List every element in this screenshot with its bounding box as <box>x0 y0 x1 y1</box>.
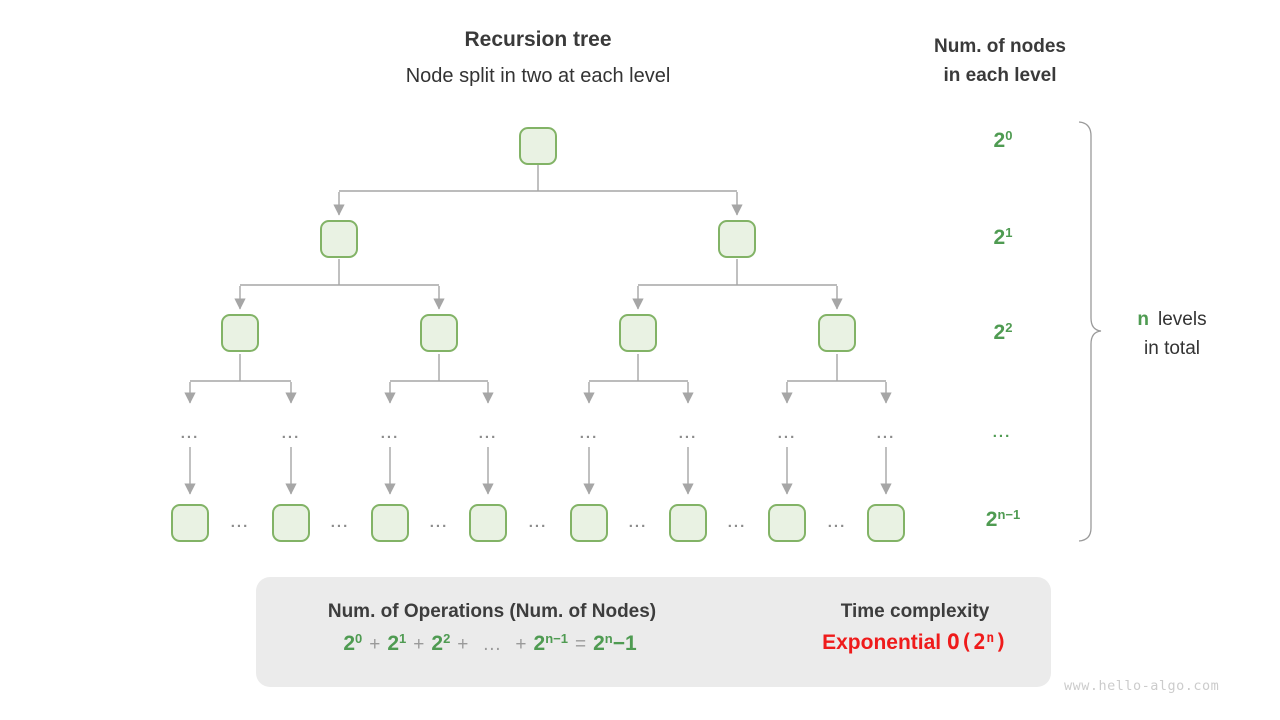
tree-ellipsis: ... <box>727 514 747 531</box>
tree-node-root <box>519 127 557 165</box>
tree-ellipsis: ... <box>876 425 896 442</box>
diagram-subtitle: Node split in two at each level <box>405 65 671 87</box>
summary-box: Num. of Operations (Num. of Nodes) 20+21… <box>256 577 1051 687</box>
tree-node <box>718 220 756 258</box>
curly-brace <box>1078 121 1102 542</box>
tree-node <box>867 504 905 542</box>
tree-ellipsis: ... <box>528 514 548 531</box>
tree-connector-lines <box>190 164 886 382</box>
right-column-header-line2: in each level <box>943 65 1057 86</box>
tree-node <box>320 220 358 258</box>
tree-node <box>221 314 259 352</box>
tree-ellipsis: ... <box>281 425 301 442</box>
n-variable: n <box>1137 309 1150 330</box>
complexity-result: Exponential O(2n) <box>822 630 1008 654</box>
tree-ellipsis: ... <box>230 514 250 531</box>
diagram-title: Recursion tree <box>464 28 612 51</box>
right-column-header-line1: Num. of nodes <box>934 36 1066 57</box>
tree-ellipsis: ... <box>429 514 449 531</box>
tree-node <box>818 314 856 352</box>
tree-node <box>619 314 657 352</box>
tree-node <box>669 504 707 542</box>
operations-formula: 20+21+22+…+2n−1=2n−1 <box>343 631 637 655</box>
tree-ellipsis: ... <box>330 514 350 531</box>
tree-ellipsis: ... <box>777 425 797 442</box>
tree-node <box>420 314 458 352</box>
level-count-label-2: 22 <box>993 320 1013 344</box>
tree-ellipsis: ... <box>628 514 648 531</box>
tree-connector-arrows <box>184 192 892 495</box>
tree-ellipsis: ... <box>678 425 698 442</box>
tree-ellipsis: ... <box>579 425 599 442</box>
tree-node <box>272 504 310 542</box>
level-count-label-last: 2n−1 <box>985 507 1021 531</box>
tree-ellipsis: ... <box>180 425 200 442</box>
tree-ellipsis: ... <box>478 425 498 442</box>
level-count-label-0: 20 <box>993 128 1013 152</box>
time-complexity-title: Time complexity <box>840 601 990 622</box>
level-count-label-ellipsis: ... <box>992 424 1012 441</box>
tree-ellipsis: ... <box>380 425 400 442</box>
tree-node <box>171 504 209 542</box>
watermark: www.hello-algo.com <box>1064 678 1220 694</box>
right-column-header: Num. of nodes in each level <box>934 32 1066 90</box>
tree-node <box>371 504 409 542</box>
tree-node <box>469 504 507 542</box>
operations-title: Num. of Operations (Num. of Nodes) <box>327 601 657 622</box>
tree-node <box>768 504 806 542</box>
tree-ellipsis: ... <box>827 514 847 531</box>
tree-node <box>570 504 608 542</box>
level-count-label-1: 21 <box>993 225 1013 249</box>
